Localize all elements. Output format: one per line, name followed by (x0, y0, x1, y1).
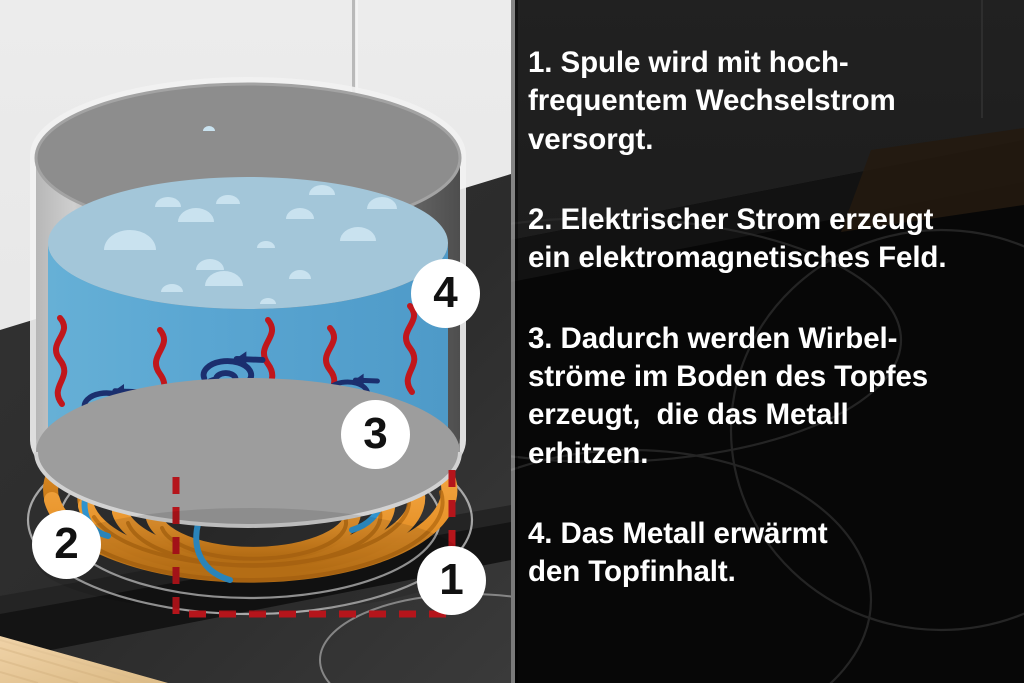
cooking-pot (30, 77, 466, 528)
steps-panel-background (511, 0, 1024, 683)
step-1-text: 1. Spule wird mit hoch- frequentem Wechs… (528, 46, 896, 156)
waerme-1 (53, 315, 68, 407)
panel-right-seam (981, 0, 983, 118)
circuit-dashed-line (172, 470, 456, 618)
step-marker-2-number: 2 (54, 518, 79, 568)
steps-list: 1. Spule wird mit hoch- frequentem Wechs… (511, 0, 1024, 683)
step-marker-4[interactable]: 4 (411, 259, 480, 328)
step-marker-4-number: 4 (433, 267, 458, 317)
pot-shadow (36, 508, 464, 612)
cabinet-seam (352, 0, 355, 152)
step-marker-1-number: 1 (439, 554, 464, 604)
panel-upper-cabinet (511, 0, 1024, 240)
cabinet-seam-highlight (356, 0, 358, 152)
water-bubbles (104, 126, 397, 304)
panel-zone-arcs (511, 216, 1024, 683)
water-surface (48, 177, 448, 309)
panel-warm-reflection (841, 128, 1024, 232)
induction-illustration: 4 3 2 1 (0, 0, 511, 683)
step-marker-2[interactable]: 2 (32, 510, 101, 579)
panel-left-seam-shadow (515, 0, 518, 683)
step-marker-3[interactable]: 3 (341, 400, 410, 469)
pot-base-highlight (34, 451, 462, 528)
steps-panel: 1. Spule wird mit hoch- frequentem Wechs… (511, 0, 1024, 683)
waerme-5 (403, 303, 418, 395)
wood-grain (0, 639, 151, 683)
step-2-text: 2. Elektrischer Strom erzeugt ein elektr… (528, 203, 947, 275)
wooden-countertop (0, 636, 168, 683)
induction-scene-svg (0, 0, 511, 683)
panel-left-seam (511, 0, 515, 683)
step-marker-3-number: 3 (363, 408, 388, 458)
step-3-text: 3. Dadurch werden Wirbel- ströme im Bode… (528, 321, 929, 470)
step-marker-1[interactable]: 1 (417, 546, 486, 615)
step-4-text: 4. Das Metall erwärmt den Topfinhalt. (528, 517, 828, 589)
